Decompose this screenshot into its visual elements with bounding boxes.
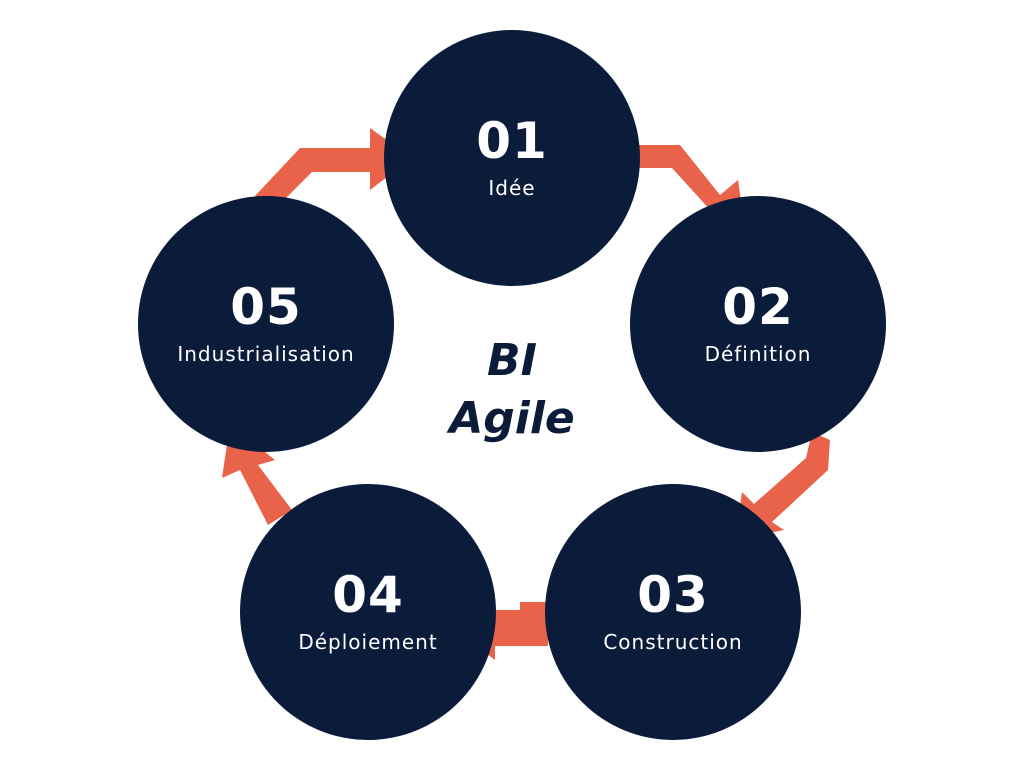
step-number: 02	[722, 278, 794, 336]
step-label: Déploiement	[298, 630, 438, 654]
step-02-circle: 02 Définition	[630, 196, 886, 452]
step-label: Construction	[603, 630, 743, 654]
center-title: BI Agile	[412, 332, 612, 448]
step-number: 05	[230, 278, 302, 336]
step-label: Définition	[704, 342, 812, 366]
step-05-circle: 05 Industrialisation	[138, 196, 394, 452]
step-03-circle: 03 Construction	[545, 484, 801, 740]
step-number: 04	[332, 566, 404, 624]
step-label: Industrialisation	[177, 342, 355, 366]
title-line-1: BI	[487, 335, 537, 386]
arrow-02-to-03	[735, 432, 830, 540]
step-label: Idée	[488, 176, 536, 200]
step-number: 01	[476, 112, 548, 170]
step-01-circle: 01 Idée	[384, 30, 640, 286]
step-04-circle: 04 Déploiement	[240, 484, 496, 740]
step-number: 03	[637, 566, 709, 624]
title-line-2: Agile	[449, 393, 575, 444]
arrow-05-to-01	[255, 128, 412, 204]
